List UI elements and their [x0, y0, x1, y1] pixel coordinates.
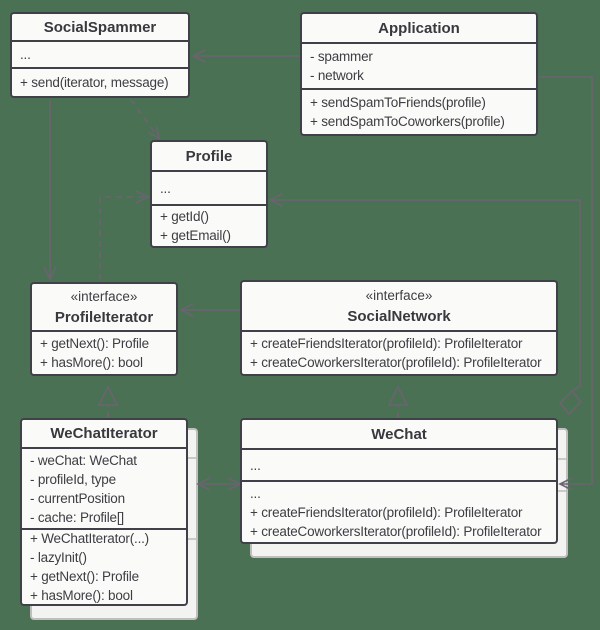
class-title: SocialSpammer [43, 18, 157, 36]
class-method: + getId() [160, 209, 209, 224]
class-method: + sendSpamToCoworkers(profile) [310, 114, 505, 129]
dependency-socialspammer-profile [130, 99, 161, 140]
class-box-application: Application - spammer - network + sendSp… [300, 12, 538, 136]
association-application-wechat [538, 76, 593, 491]
class-attribute: ... [20, 47, 31, 62]
class-method: + createFriendsIterator(profileId): Prof… [250, 504, 523, 520]
interface-box-socialnetwork: «interface» SocialNetwork + createFriend… [240, 280, 558, 376]
class-box-profile: Profile ... + getId() + getEmail() [150, 140, 268, 248]
class-attribute: - profileId, type [30, 471, 116, 487]
class-title: WeChat [371, 425, 427, 443]
class-attribute: - network [310, 68, 364, 83]
class-attribute: ... [250, 457, 261, 473]
class-method: + send(iterator, message) [20, 75, 169, 90]
class-title: ProfileIterator [54, 308, 154, 326]
association-socialspammer-profileiterator [43, 100, 57, 281]
dependency-profileiterator-profile [99, 190, 150, 280]
class-box-wechatiterator: WeChatIterator - weChat: WeChat - profil… [20, 418, 188, 606]
class-method: + hasMore(): bool [40, 355, 143, 370]
class-attribute: - cache: Profile[] [30, 509, 124, 525]
class-title: SocialNetwork [347, 307, 451, 325]
class-method: + getEmail() [160, 228, 231, 243]
class-box-wechat: WeChat ... ... + createFriendsIterator(p… [240, 418, 558, 544]
class-method: + createCoworkersIterator(profileId): Pr… [250, 355, 542, 370]
class-attribute: - spammer [310, 49, 373, 64]
class-method: + createCoworkersIterator(profileId): Pr… [250, 523, 542, 539]
realization-wechatiterator-profileiterator [97, 385, 119, 418]
class-method: - lazyInit() [30, 550, 87, 565]
stereotype-label: «interface» [70, 288, 138, 304]
class-title: Application [378, 19, 460, 37]
realization-wechat-socialnetwork [387, 385, 409, 418]
class-attribute: - currentPosition [30, 490, 125, 506]
aggregation-wechat-profile [268, 193, 583, 416]
class-method: ... [250, 485, 261, 501]
class-method: + hasMore(): bool [30, 588, 133, 603]
interface-box-profileiterator: «interface» ProfileIterator + getNext():… [30, 282, 178, 376]
class-method: + WeChatIterator(...) [30, 531, 149, 546]
class-method: + createFriendsIterator(profileId): Prof… [250, 336, 523, 351]
stereotype-label: «interface» [365, 287, 433, 303]
association-application-socialspammer [191, 49, 300, 63]
association-socialnetwork-profileiterator [179, 303, 240, 317]
class-attribute: ... [160, 180, 171, 196]
association-wechat-wechatiterator [196, 477, 242, 491]
class-title: Profile [185, 147, 233, 165]
class-box-socialspammer: SocialSpammer ... + send(iterator, messa… [10, 12, 190, 98]
class-method: + getNext(): Profile [30, 569, 139, 584]
class-title: WeChatIterator [50, 425, 158, 442]
class-attribute: - weChat: WeChat [30, 452, 137, 468]
class-method: + sendSpamToFriends(profile) [310, 95, 486, 110]
class-method: + getNext(): Profile [40, 336, 149, 351]
